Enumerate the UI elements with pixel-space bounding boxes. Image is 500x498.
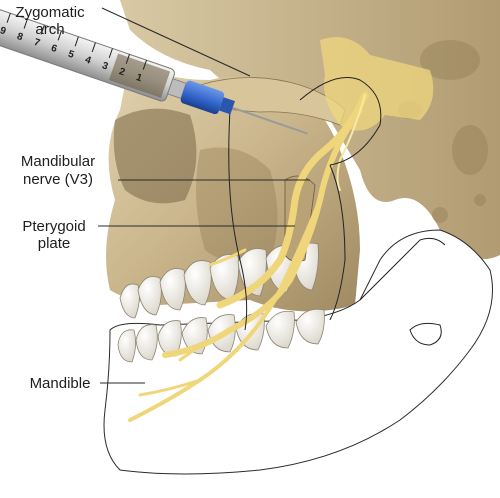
foramen-ovale-region	[320, 37, 434, 131]
mandible-notch	[409, 322, 442, 346]
scale-number: 6	[49, 43, 58, 55]
scale-number: 3	[101, 60, 110, 72]
label-text: arch	[35, 21, 64, 38]
label-text: nerve (V3)	[23, 171, 93, 188]
syringe: 9 8 7 6 5 4 3 2 1	[0, 4, 308, 135]
label-text: Mandible	[30, 375, 91, 392]
scale-number: 4	[84, 54, 93, 66]
orbit	[113, 108, 197, 204]
maxilla-shadow	[196, 147, 278, 264]
needle-hub-base	[219, 97, 235, 115]
mandibular-nerve	[128, 91, 369, 422]
label-mandibular-nerve: Mandibular nerve (V3)	[21, 153, 95, 188]
syringe-scale	[6, 13, 147, 70]
upper-teeth	[119, 242, 319, 319]
leader-lines	[98, 7, 310, 384]
needle-hub	[180, 80, 225, 115]
label-pterygoid-plate: Pterygoid plate	[22, 218, 85, 252]
scale-number: 7	[32, 37, 41, 49]
label-text: Mandibular	[21, 153, 95, 170]
syringe-fluid	[108, 53, 171, 98]
label-text: plate	[38, 235, 71, 252]
label-mandible: Mandible	[30, 375, 91, 392]
scale-number: 1	[135, 72, 144, 84]
needle	[232, 106, 308, 135]
scale-number: 2	[118, 66, 127, 78]
region-outlines	[228, 77, 382, 331]
scale-number: 5	[66, 49, 75, 61]
ramus-outline	[359, 237, 446, 301]
label-text: Pterygoid	[22, 218, 85, 235]
scale-number: 8	[15, 31, 24, 43]
lower-teeth	[117, 308, 325, 363]
scale-number: 9	[0, 25, 8, 37]
mandible	[103, 229, 493, 475]
label-text: Zygomatic	[15, 4, 85, 21]
label-zygomatic-arch: Zygomatic arch	[15, 4, 85, 38]
